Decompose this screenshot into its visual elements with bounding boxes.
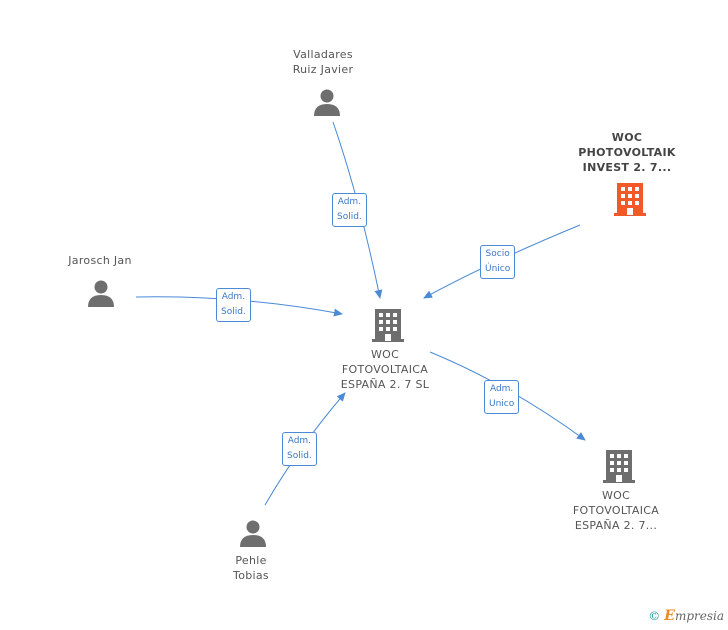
- edge-tag-woc-invest[interactable]: Socio Único: [480, 245, 516, 279]
- edge-tag-woc-sub[interactable]: Adm. Unico: [484, 380, 520, 414]
- copyright-icon: ©: [648, 609, 661, 623]
- node-label-valladares[interactable]: Valladares Ruiz Javier: [292, 48, 354, 76]
- node-label-woc-invest[interactable]: WOC PHOTOVOLTAIK INVEST 2. 7...: [578, 131, 676, 174]
- node-label-jarosch[interactable]: Jarosch Jan: [68, 254, 132, 267]
- footer-brand: ©Empresia: [648, 608, 724, 624]
- edge-tag-pehle[interactable]: Adm. Solid.: [282, 432, 317, 466]
- brand-initial: E: [664, 608, 675, 624]
- person-icon[interactable]: [238, 518, 268, 548]
- person-icon[interactable]: [86, 278, 116, 308]
- node-label-woc-sub[interactable]: WOC FOTOVOLTAICA ESPAÑA 2. 7...: [572, 489, 660, 532]
- building-icon[interactable]: [371, 307, 405, 343]
- brand-name: mpresia: [674, 609, 724, 623]
- edge-tag-valladares[interactable]: Adm. Solid.: [332, 193, 367, 227]
- person-icon[interactable]: [312, 87, 342, 117]
- building-icon[interactable]: [602, 448, 636, 484]
- node-label-woc-center[interactable]: WOC FOTOVOLTAICA ESPAÑA 2. 7 SL: [340, 348, 430, 391]
- node-label-pehle[interactable]: Pehle Tobias: [233, 554, 269, 582]
- edge-tag-jarosch[interactable]: Adm. Solid.: [216, 288, 251, 322]
- building-icon-highlighted[interactable]: [613, 181, 647, 217]
